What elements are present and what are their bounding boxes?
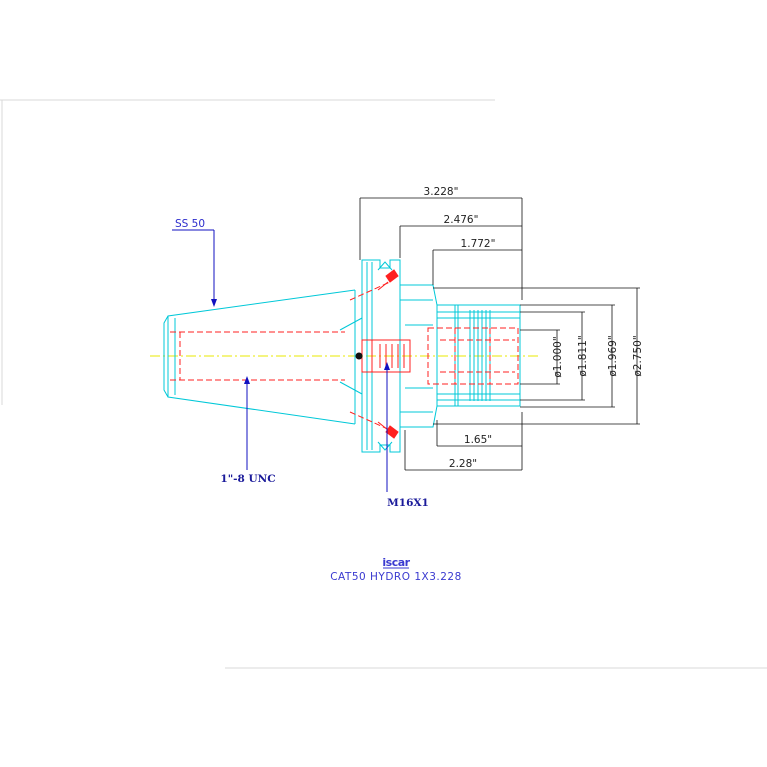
dim-overall-length: 3.228" bbox=[424, 186, 459, 198]
dim-flange-dia: ø2.750" bbox=[632, 335, 644, 376]
dim-body-length: 2.476" bbox=[444, 214, 479, 226]
dim-clamp-length: 1.65" bbox=[464, 434, 492, 446]
dim-nose-length: 2.28" bbox=[449, 458, 477, 470]
leader-arrows bbox=[211, 299, 390, 384]
thread-label: 1"-8 UNC bbox=[220, 473, 275, 485]
hidden-features bbox=[170, 281, 519, 431]
leaders bbox=[172, 229, 388, 492]
screw-label: M16X1 bbox=[387, 497, 429, 509]
shank-standard-label: SS 50 bbox=[175, 218, 205, 230]
dim-bore-depth: 1.772" bbox=[461, 238, 496, 250]
drawing-caption: CAT50 HYDRO 1X3.228 bbox=[330, 571, 462, 583]
dim-sleeve-dia: ø1.811" bbox=[577, 335, 589, 376]
retention-ball bbox=[355, 352, 363, 360]
dimension-lines bbox=[359, 197, 640, 471]
screw-detail bbox=[361, 269, 411, 439]
sheet-border bbox=[0, 99, 767, 669]
brand-logo: iscar bbox=[382, 556, 410, 569]
dim-bore-dia: ø1.000" bbox=[552, 336, 564, 377]
dim-nose-dia: ø1.969" bbox=[607, 335, 619, 376]
